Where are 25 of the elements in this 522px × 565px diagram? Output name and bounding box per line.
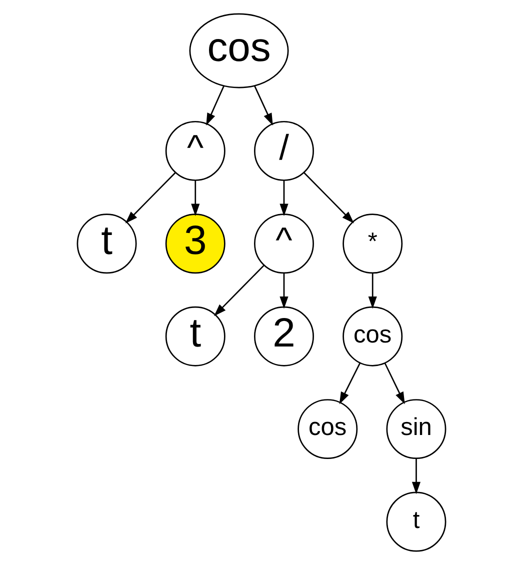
- node-circle: t: [76, 214, 136, 274]
- node-circle: t: [386, 492, 446, 552]
- arrow: [279, 272, 288, 309]
- arrow: [213, 264, 264, 316]
- node-circle: t: [164, 306, 225, 366]
- arrow: [338, 362, 360, 404]
- node-ellipse: cos: [188, 13, 288, 88]
- arrow: [384, 362, 404, 404]
- arrow: [303, 172, 354, 224]
- node-circle: sin: [386, 399, 446, 460]
- node-circle: /: [254, 120, 314, 181]
- arrow: [124, 172, 176, 224]
- node-circle: 3: [164, 214, 225, 274]
- node-circle: cos: [342, 306, 402, 366]
- arrow: [411, 458, 420, 494]
- node-circle: *: [342, 214, 402, 274]
- node-circle: ^: [254, 214, 314, 274]
- arrow: [254, 86, 272, 126]
- arrow: [190, 180, 200, 216]
- node-circle: 2: [254, 306, 314, 366]
- arrow: [206, 86, 224, 126]
- arrow: [368, 272, 376, 309]
- node-circle: cos: [297, 399, 358, 460]
- node-circle: ^: [164, 120, 225, 181]
- arrow: [279, 180, 288, 216]
